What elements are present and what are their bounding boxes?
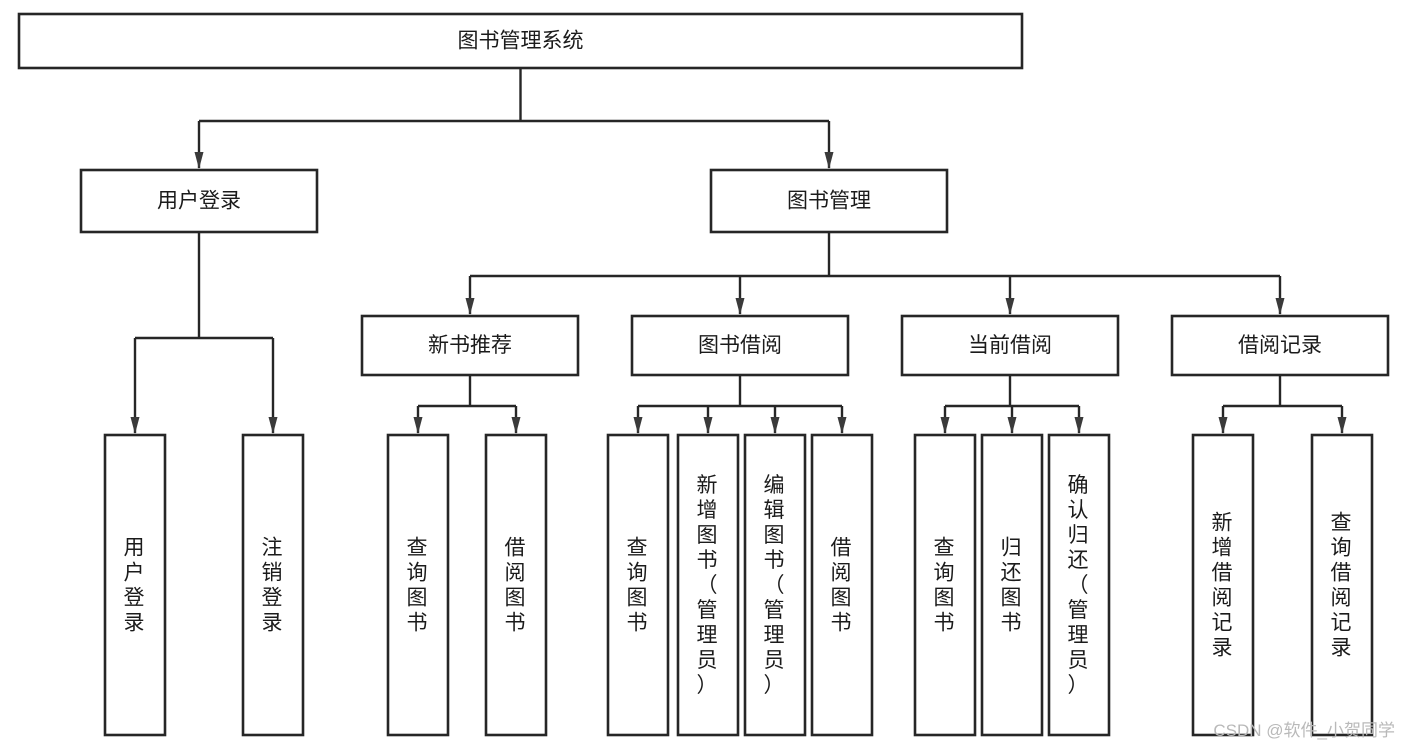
arrow-head-icon — [1218, 417, 1228, 434]
node-box-leaf_borrow_query[interactable] — [606, 433, 670, 737]
node-label-leaf_user_logout: 注销登录 — [262, 537, 285, 635]
node-label-leaf_borrow_query: 查询图书 — [627, 537, 650, 635]
node-box-leaf_borrow_edit[interactable] — [743, 433, 807, 737]
node-leaf_borrow_edit[interactable]: 编辑图书（管理员） — [743, 433, 807, 737]
node-label-book_manage: 图书管理 — [787, 190, 871, 213]
node-leaf_cur_query[interactable]: 查询图书 — [913, 433, 977, 737]
arrow-head-icon — [511, 417, 521, 434]
node-box-root[interactable] — [17, 12, 1024, 70]
arrow-head-icon — [824, 152, 834, 169]
node-box-leaf_cur_return[interactable] — [980, 433, 1044, 737]
edge-group-book_borrow — [633, 375, 847, 434]
node-label-leaf_borrow_edit: 编辑图书（管理员） — [764, 474, 787, 697]
node-box-leaf_rec_borrow[interactable] — [484, 433, 548, 737]
arrow-head-icon — [633, 417, 643, 434]
node-book_borrow[interactable]: 图书借阅 — [630, 314, 850, 377]
node-label-leaf_cur_query: 查询图书 — [934, 537, 957, 635]
node-box-current_borrow[interactable] — [900, 314, 1120, 377]
node-leaf_cur_return[interactable]: 归还图书 — [980, 433, 1044, 737]
arrow-head-icon — [735, 298, 745, 315]
node-leaf_borrow_lend[interactable]: 借阅图书 — [810, 433, 874, 737]
node-box-leaf_borrow_lend[interactable] — [810, 433, 874, 737]
node-leaf_user_logout[interactable]: 注销登录 — [241, 433, 305, 737]
node-leaf_rec_add[interactable]: 新增借阅记录 — [1191, 433, 1255, 737]
node-label-borrow_record: 借阅记录 — [1238, 334, 1322, 357]
edge-group-user_login — [130, 232, 278, 434]
node-leaf_borrow_query[interactable]: 查询图书 — [606, 433, 670, 737]
arrow-head-icon — [194, 152, 204, 169]
node-box-user_login[interactable] — [79, 168, 319, 234]
node-box-new_book_rec[interactable] — [360, 314, 580, 377]
node-leaf_borrow_add[interactable]: 新增图书（管理员） — [676, 433, 740, 737]
arrow-head-icon — [940, 417, 950, 434]
node-leaf_rec_query[interactable]: 查询图书 — [386, 433, 450, 737]
node-box-leaf_cur_query[interactable] — [913, 433, 977, 737]
node-label-leaf_rec_add: 新增借阅记录 — [1212, 512, 1235, 660]
arrow-head-icon — [1275, 298, 1285, 315]
node-borrow_record[interactable]: 借阅记录 — [1170, 314, 1390, 377]
node-label-leaf_borrow_add: 新增图书（管理员） — [697, 474, 720, 697]
node-box-leaf_rec_query[interactable] — [386, 433, 450, 737]
arrow-head-icon — [268, 417, 278, 434]
node-label-leaf_cur_confirm: 确认归还（管理员） — [1068, 474, 1091, 697]
node-box-book_manage[interactable] — [709, 168, 949, 234]
node-label-leaf_user_login: 用户登录 — [124, 537, 147, 635]
node-box-borrow_record[interactable] — [1170, 314, 1390, 377]
node-leaf_rec_query2[interactable]: 查询借阅记录 — [1310, 433, 1374, 737]
arrow-head-icon — [413, 417, 423, 434]
node-label-book_borrow: 图书借阅 — [698, 334, 782, 357]
node-box-book_borrow[interactable] — [630, 314, 850, 377]
node-label-user_login: 用户登录 — [157, 190, 241, 213]
node-leaf_user_login[interactable]: 用户登录 — [103, 433, 167, 737]
node-layer: 图书管理系统用户登录图书管理新书推荐图书借阅当前借阅借阅记录用户登录注销登录查询… — [17, 12, 1390, 737]
edge-group-book_manage — [465, 232, 1285, 315]
node-box-leaf_rec_query2[interactable] — [1310, 433, 1374, 737]
node-current_borrow[interactable]: 当前借阅 — [900, 314, 1120, 377]
edge-group-root — [194, 68, 834, 169]
node-box-leaf_borrow_add[interactable] — [676, 433, 740, 737]
edge-group-borrow_record — [1218, 375, 1347, 434]
node-leaf_cur_confirm[interactable]: 确认归还（管理员） — [1047, 433, 1111, 737]
arrow-head-icon — [1074, 417, 1084, 434]
arrow-head-icon — [1005, 298, 1015, 315]
arrow-head-icon — [703, 417, 713, 434]
node-leaf_rec_borrow[interactable]: 借阅图书 — [484, 433, 548, 737]
edge-group-new_book_rec — [413, 375, 521, 434]
arrow-head-icon — [837, 417, 847, 434]
arrow-head-icon — [770, 417, 780, 434]
node-label-root: 图书管理系统 — [458, 30, 584, 53]
node-box-leaf_cur_confirm[interactable] — [1047, 433, 1111, 737]
arrow-head-icon — [1007, 417, 1017, 434]
node-label-leaf_rec_borrow: 借阅图书 — [505, 537, 528, 635]
edge-group-current_borrow — [940, 375, 1084, 434]
arrow-head-icon — [465, 298, 475, 315]
connector-layer — [130, 68, 1347, 434]
node-label-new_book_rec: 新书推荐 — [428, 334, 512, 357]
node-box-leaf_user_login[interactable] — [103, 433, 167, 737]
node-book_manage[interactable]: 图书管理 — [709, 168, 949, 234]
node-root[interactable]: 图书管理系统 — [17, 12, 1024, 70]
node-label-leaf_borrow_lend: 借阅图书 — [831, 537, 854, 635]
arrow-head-icon — [130, 417, 140, 434]
node-user_login[interactable]: 用户登录 — [79, 168, 319, 234]
node-box-leaf_rec_add[interactable] — [1191, 433, 1255, 737]
node-label-leaf_rec_query: 查询图书 — [407, 537, 430, 635]
node-new_book_rec[interactable]: 新书推荐 — [360, 314, 580, 377]
node-label-leaf_rec_query2: 查询借阅记录 — [1331, 512, 1354, 660]
node-box-leaf_user_logout[interactable] — [241, 433, 305, 737]
arrow-head-icon — [1337, 417, 1347, 434]
node-label-leaf_cur_return: 归还图书 — [1001, 537, 1024, 635]
node-label-current_borrow: 当前借阅 — [968, 334, 1052, 357]
